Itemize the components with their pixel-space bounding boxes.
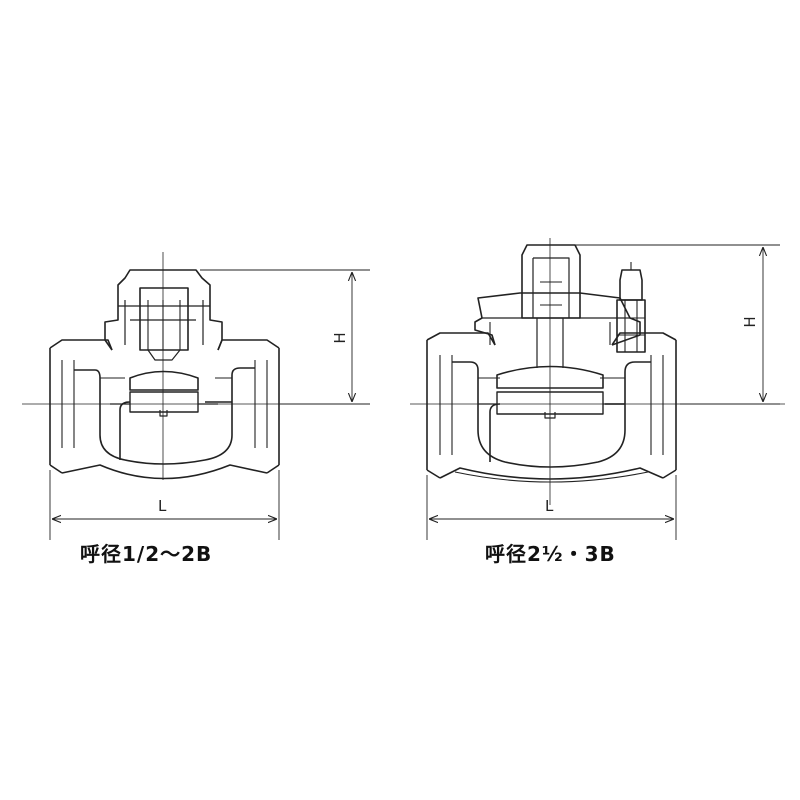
- right-valve-lift-lug: [521, 244, 581, 319]
- left-valve-inlet-port: [49, 339, 113, 474]
- right-valve-bonnet: [474, 292, 641, 346]
- right-valve-dimensions: [426, 244, 780, 540]
- right-valve-caption: 呼径2½・3B: [485, 542, 616, 566]
- right-valve-bolt: [619, 269, 643, 301]
- left-valve-caption: 呼径1/2〜2B: [80, 542, 213, 566]
- left-width-label: L: [158, 497, 167, 515]
- right-height-label: H: [741, 316, 759, 327]
- right-valve-outlet-port: [611, 332, 677, 479]
- left-valve-bonnet: [104, 269, 223, 351]
- left-valve-disc: [129, 370, 199, 391]
- left-valve-outlet-port: [217, 339, 280, 474]
- right-valve: [410, 238, 785, 505]
- right-valve-inlet-port: [426, 332, 496, 479]
- left-valve-body: [61, 464, 268, 480]
- left-valve-dimensions: [49, 269, 370, 540]
- left-height-label: H: [331, 332, 349, 343]
- right-width-label: L: [545, 497, 554, 515]
- right-valve-disc: [496, 365, 604, 389]
- left-valve: [22, 252, 300, 480]
- right-valve-body: [439, 467, 664, 480]
